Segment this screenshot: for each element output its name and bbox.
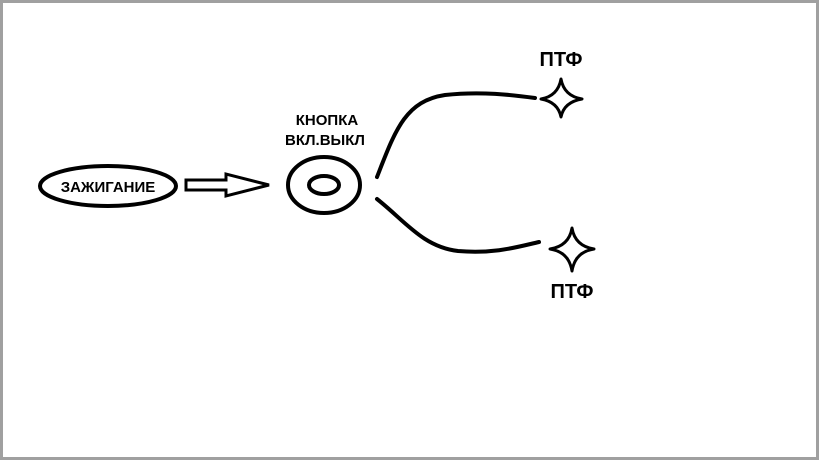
button-inner-ring <box>307 174 341 196</box>
button-outer-ring <box>286 155 362 215</box>
button-label-line2: ВКЛ.ВЫКЛ <box>285 132 365 149</box>
fog-light-top: ПТФ <box>539 49 584 119</box>
wire-to-bottom-lamp <box>375 197 541 254</box>
ignition-node: ЗАЖИГАНИЕ <box>38 164 178 208</box>
ignition-label: ЗАЖИГАНИЕ <box>61 179 156 196</box>
fog-light-top-label: ПТФ <box>540 49 583 71</box>
fog-light-bottom: ПТФ <box>548 226 596 303</box>
flow-arrow <box>184 172 270 198</box>
ignition-ellipse <box>38 164 178 208</box>
fog-light-bottom-label: ПТФ <box>551 281 594 303</box>
star-icon <box>548 226 596 273</box>
button-node: КНОПКА ВКЛ.ВЫКЛ <box>285 112 365 215</box>
star-icon <box>539 77 584 119</box>
button-label-line1: КНОПКА <box>296 112 359 129</box>
wiring-diagram: ЗАЖИГАНИЕ КНОПКА ВКЛ.ВЫКЛ ПТФ ПТФ <box>38 49 596 303</box>
wire-to-top-lamp <box>375 91 537 179</box>
